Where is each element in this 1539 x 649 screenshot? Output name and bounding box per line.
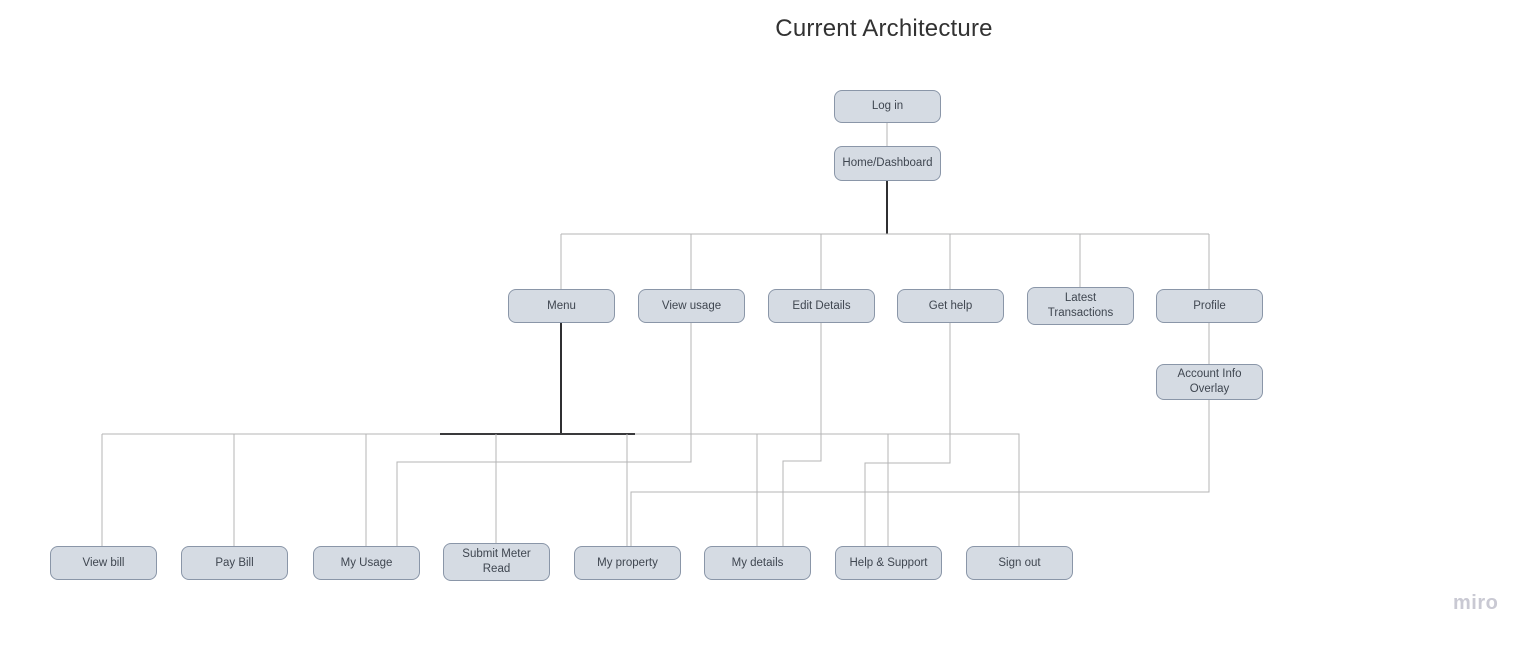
node-label-profile: Profile	[1193, 299, 1226, 312]
node-label-get-help: Get help	[928, 299, 973, 312]
edge-viewusage-to-myusage	[396, 323, 692, 546]
node-get-help[interactable]: Get help	[897, 289, 1004, 323]
node-menu[interactable]: Menu	[508, 289, 615, 323]
node-submit-meter-read[interactable]: Submit Meter Read	[443, 543, 550, 581]
node-label-pay-bill: Pay Bill	[215, 556, 254, 569]
node-my-usage[interactable]: My Usage	[313, 546, 420, 580]
node-label-log-in: Log in	[871, 100, 904, 113]
node-label-menu: Menu	[547, 299, 576, 312]
node-profile[interactable]: Profile	[1156, 289, 1263, 323]
node-label-help-support: Help & Support	[849, 556, 928, 569]
node-log-in[interactable]: Log in	[834, 90, 941, 123]
node-sign-out[interactable]: Sign out	[966, 546, 1073, 580]
edge-overlay-to-myproperty	[630, 400, 1210, 546]
node-my-details[interactable]: My details	[704, 546, 811, 580]
node-label-submit-meter-read: Submit Meter Read	[462, 548, 531, 575]
node-edit-details[interactable]: Edit Details	[768, 289, 875, 323]
node-account-info-overlay[interactable]: Account Info Overlay	[1156, 364, 1263, 400]
node-label-edit-details: Edit Details	[792, 299, 851, 312]
node-view-bill[interactable]: View bill	[50, 546, 157, 580]
node-label-my-details: My details	[731, 556, 784, 569]
node-latest-transactions[interactable]: Latest Transactions	[1027, 287, 1134, 325]
node-pay-bill[interactable]: Pay Bill	[181, 546, 288, 580]
node-label-account-info-overlay: Account Info Overlay	[1177, 368, 1242, 395]
node-view-usage[interactable]: View usage	[638, 289, 745, 323]
node-label-home-dashboard: Home/Dashboard	[842, 157, 933, 170]
node-label-my-usage: My Usage	[340, 556, 393, 569]
edge-gethelp-to-helpsupport	[864, 323, 951, 546]
node-home-dashboard[interactable]: Home/Dashboard	[834, 146, 941, 181]
node-label-view-usage: View usage	[661, 299, 722, 312]
diagram-title: Current Architecture	[775, 15, 993, 42]
node-help-support[interactable]: Help & Support	[835, 546, 942, 580]
node-label-latest-transactions: Latest Transactions	[1047, 292, 1114, 319]
node-label-my-property: My property	[597, 556, 658, 569]
node-label-sign-out: Sign out	[998, 556, 1041, 569]
node-my-property[interactable]: My property	[574, 546, 681, 580]
node-label-view-bill: View bill	[82, 556, 125, 569]
miro-watermark: miro	[1453, 592, 1499, 614]
edge-level3-bus	[102, 433, 1020, 546]
edge-editdetails-to-mydetails	[782, 323, 822, 546]
